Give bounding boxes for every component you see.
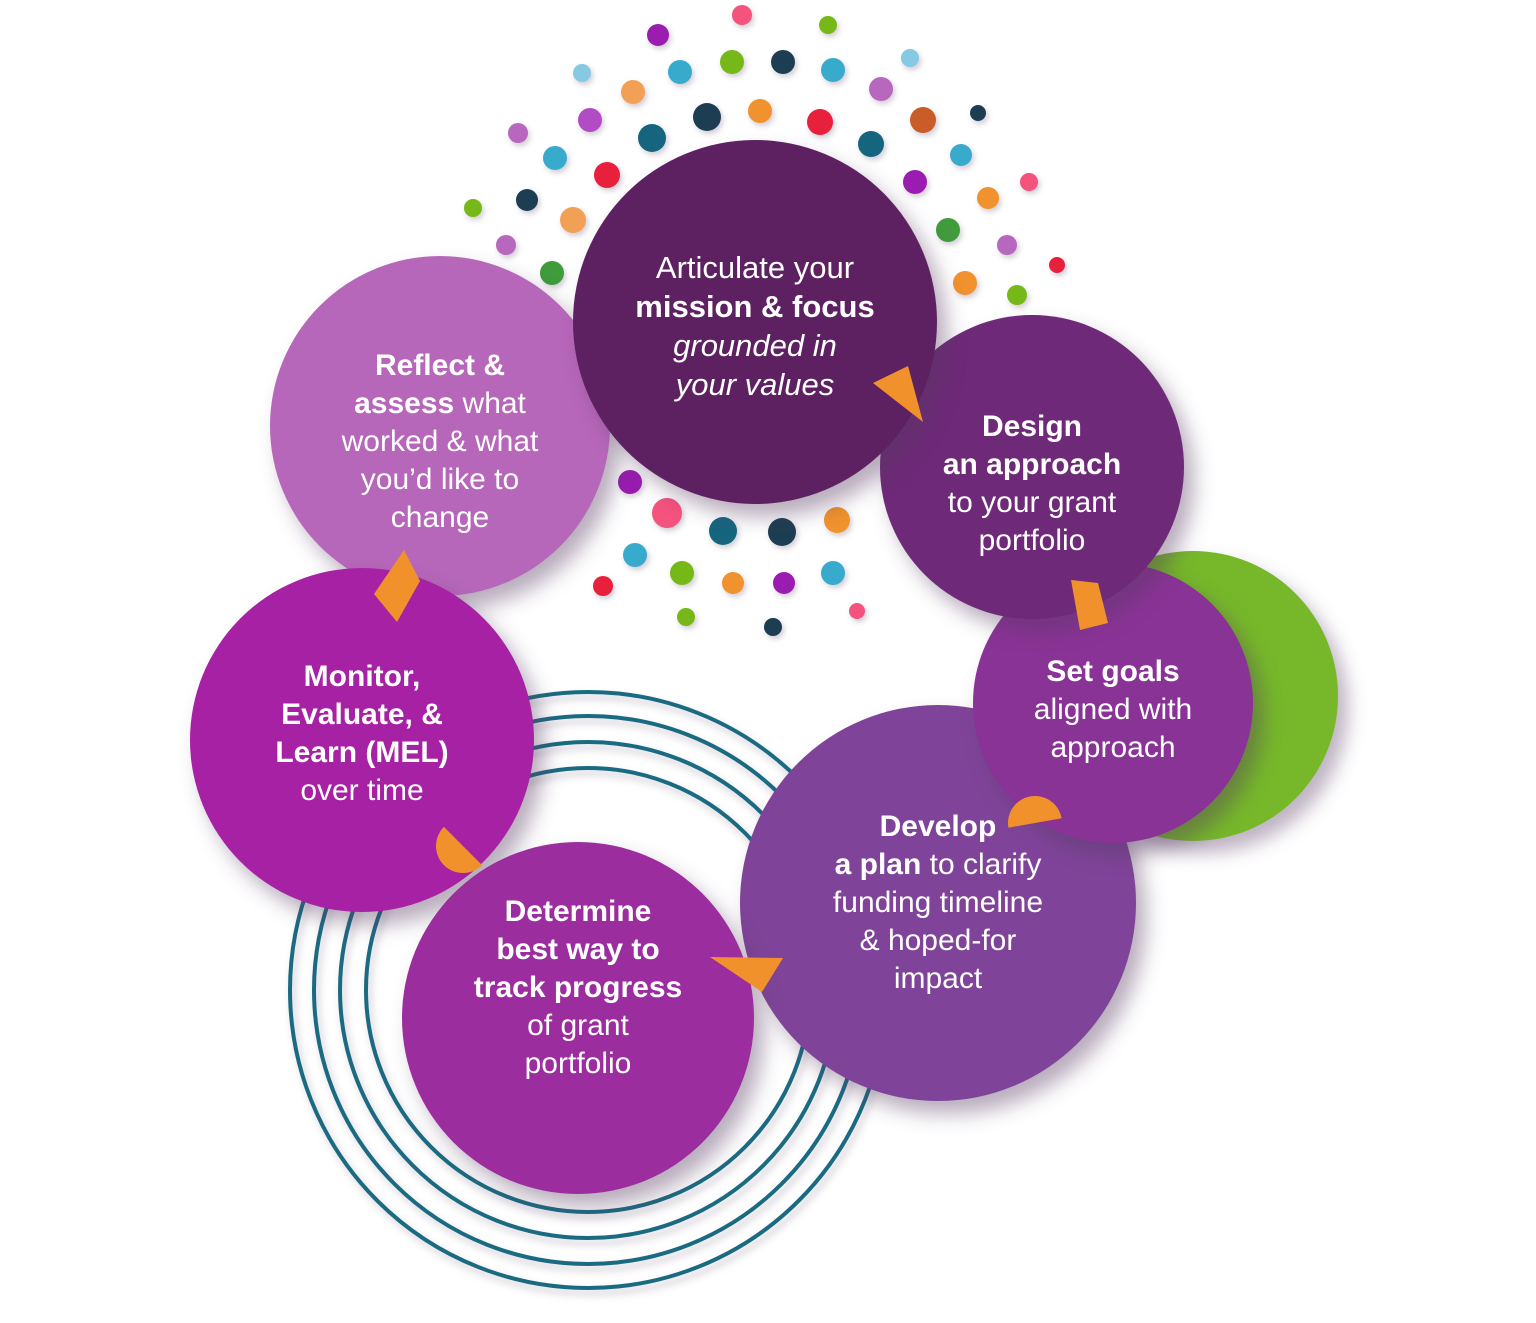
confetti-dot-red [593,576,613,596]
confetti-dot-lightorange [621,80,645,104]
step-text-design-approach: Design an approach to your grant portfolio [943,408,1121,560]
step-text-line: assess what [354,387,526,420]
confetti-dot-orchid [997,235,1017,255]
confetti-dot-orange [953,271,977,295]
step-text-line: approach [1050,731,1176,764]
confetti-dot-darkteal [638,124,666,152]
confetti-dot-teal [821,58,845,82]
confetti-dot-darkgreen [936,218,960,242]
confetti-dot-green [720,50,744,74]
step-text-line: Monitor, [303,660,421,693]
step-text-line: best way to [496,933,660,966]
confetti-dot-lightblue [901,49,919,67]
confetti-dot-rust [910,107,936,133]
confetti-dot-orchid [869,77,893,101]
confetti-dot-lightorange [560,207,586,233]
confetti-dot-green [677,608,695,626]
confetti-dot-orange [824,507,850,533]
step-text-line: track progress [473,971,683,1004]
confetti-dot-teal [821,561,845,585]
confetti-dot-green [819,16,837,34]
step-text-line: aligned with [1033,693,1193,726]
confetti-dot-red [807,109,833,135]
confetti-dot-darkteal [709,517,737,545]
step-text-line: to your grant [947,486,1117,519]
confetti-dot-pink [652,498,682,528]
step-text-line: funding timeline [832,886,1044,919]
step-circle-articulate-mission: Articulate your mission & focus grounded i… [573,140,937,504]
confetti-dots [464,5,1065,636]
confetti-dot-orchid [496,235,516,255]
confetti-dot-purple [903,170,927,194]
confetti-dot-violet [578,108,602,132]
confetti-dot-pink [1020,173,1038,191]
step-text-line: grounded in [673,328,837,363]
confetti-dot-navy [516,189,538,211]
step-text-track-progress: Determine best way to track progress of gra… [474,893,682,1083]
step-text-articulate-mission: Articulate your mission & focus grounded i… [635,248,874,404]
step-text-reflect-assess: Reflect & assess what worked & what you’d l… [342,347,539,537]
step-text-line: impact [893,962,983,995]
confetti-dot-red [1049,257,1065,273]
confetti-dot-green [670,561,694,585]
confetti-dot-teal [543,146,567,170]
confetti-dot-orange [748,99,772,123]
step-text-line: & hoped-for [859,924,1017,957]
step-text-line: a plan to clarify [834,848,1042,881]
step-text-set-goals: Set goals aligned with approach [1034,653,1192,767]
confetti-dot-orange [977,187,999,209]
confetti-dot-red [594,162,620,188]
step-text-line: Learn (MEL) [275,736,449,769]
step-text-line: Evaluate, & [281,698,443,731]
confetti-dot-green [1007,285,1027,305]
step-text-line: Reflect & [374,349,506,382]
confetti-dot-pink [732,5,752,25]
step-text-line: portfolio [978,524,1086,557]
confetti-dot-navy [768,518,796,546]
confetti-dot-purple [618,470,642,494]
step-circle-track-progress: Determine best way to track progress of gra… [402,842,754,1194]
confetti-dot-darkteal [858,131,884,157]
step-text-monitor-evaluate-learn: Monitor, Evaluate, & Learn (MEL) over time [275,658,448,810]
confetti-dot-lightblue [573,64,591,82]
confetti-dot-orchid [508,123,528,143]
step-circle-reflect-assess: Reflect & assess what worked & what you’d l… [270,256,610,596]
confetti-dot-navy [970,105,986,121]
confetti-dot-teal [950,144,972,166]
confetti-dot-navy [771,50,795,74]
confetti-dot-orange [722,572,744,594]
confetti-dot-navy [693,103,721,131]
step-text-line: Develop [879,810,997,843]
step-text-line: portfolio [524,1047,632,1080]
step-text-line: Set goals [1046,655,1180,688]
step-text-line: an approach [942,448,1122,481]
confetti-dot-purple [647,24,669,46]
confetti-dot-navy [764,618,782,636]
confetti-dot-teal [623,543,647,567]
step-text-line: mission & focus [635,289,875,324]
step-text-line: over time [300,774,424,807]
step-text-line: worked & what [341,425,539,458]
step-text-develop-plan: Develop a plan to clarify funding timeline… [833,808,1043,998]
step-text-line: Design [981,410,1083,443]
step-text-line: Articulate your [655,250,855,285]
step-circle-monitor-evaluate-learn: Monitor, Evaluate, & Learn (MEL) over time [190,568,534,912]
confetti-dot-teal [668,60,692,84]
step-circle-develop-plan: Develop a plan to clarify funding timeline… [740,705,1136,1101]
confetti-dot-pink [849,603,865,619]
step-text-line: Determine [504,895,652,928]
confetti-dot-purple [773,572,795,594]
step-text-line: change [390,501,490,534]
step-text-line: your values [675,367,835,402]
confetti-dot-green [464,199,482,217]
step-text-line: you’d like to [360,463,520,496]
confetti-dot-darkgreen [540,261,564,285]
step-text-line: of grant [527,1009,629,1042]
